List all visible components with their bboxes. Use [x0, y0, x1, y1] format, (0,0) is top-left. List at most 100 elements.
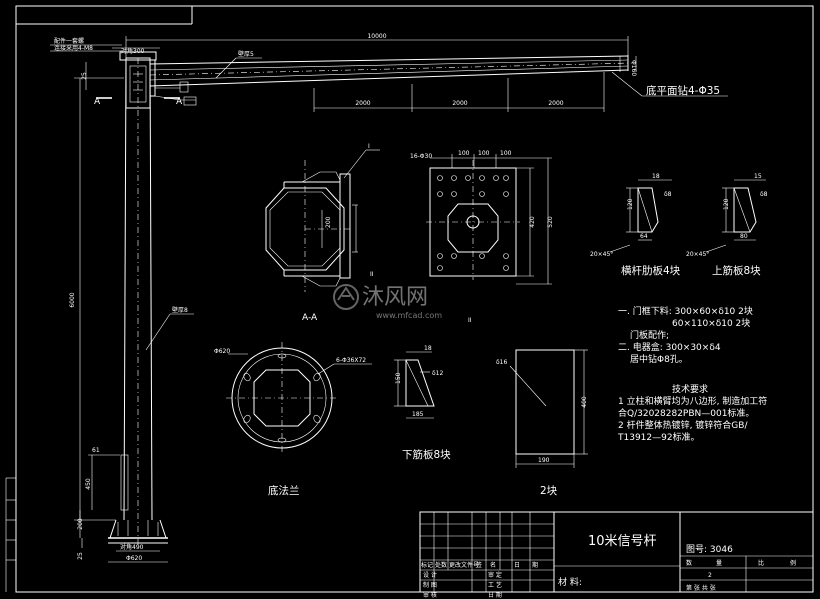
- arm-tube-thickness: 壁厚5: [238, 50, 254, 58]
- top-label-1: 配件一套螺: [54, 37, 84, 45]
- watermark: 沐风网 www.mfcad.com: [333, 284, 442, 320]
- approve-row-2: 制 图: [423, 581, 437, 589]
- material-label: 材 料:: [558, 576, 582, 588]
- base-diagonal: 对角490: [120, 543, 144, 551]
- approve-row-1: 设 计: [423, 571, 437, 579]
- cross-rib-chamfer: 20×45°: [590, 251, 613, 258]
- approve-col-3: 日 期: [488, 591, 502, 599]
- top-rib-width: 80: [740, 233, 748, 240]
- rev-h-3: 更改文件号: [449, 561, 479, 569]
- cross-rib-caption: 横杆肋板4块: [621, 264, 681, 277]
- bottom-rib-height: 150: [395, 372, 402, 384]
- bottom-rib-thickness: δ12: [432, 370, 443, 377]
- base-flange-caption: 底法兰: [268, 484, 300, 497]
- flange-width: 420: [529, 216, 536, 228]
- tb-h-3: 比: [758, 559, 764, 567]
- top-label-2: 连接采用4-M8: [54, 44, 93, 52]
- rev-h-4: 签: [476, 561, 482, 569]
- note-door-2: 60×110×δ10 2块: [672, 317, 750, 329]
- note-door-1: 一. 门框下料: 300×60×δ10 2块: [618, 305, 753, 317]
- base-rib-height: 200: [77, 518, 84, 530]
- bottom-rib-top: 18: [424, 345, 432, 352]
- cross-rib-width: 64: [640, 233, 648, 240]
- approve-row-3: 审 核: [423, 591, 437, 599]
- flange-bolt-holes: [437, 175, 509, 271]
- rev-h-6: 日: [514, 562, 520, 569]
- note-door-3: 门板配作;: [630, 329, 669, 341]
- pole-height: 6000: [69, 292, 76, 307]
- tech-line-1: 1 立柱和横臂均为八边形, 制造加工符: [618, 395, 767, 407]
- flange-height: 520: [547, 216, 554, 228]
- base-flange-view: Φ620 6-Φ36X72 底法兰: [214, 342, 372, 497]
- bottom-rib-width: 185: [412, 411, 424, 418]
- drawing-title: 10米信号杆: [588, 534, 657, 549]
- flange-dim-1: 100: [458, 150, 470, 157]
- tech-line-4: T13912—92标准。: [617, 431, 700, 443]
- watermark-url: www.mfcad.com: [376, 311, 442, 320]
- section-aa-mark-2: II: [370, 271, 374, 278]
- door-plate-thickness: δ16: [496, 359, 507, 366]
- bottom-hole-note: 底平面钻4-Φ35: [646, 84, 720, 97]
- section-aa-mark: I: [368, 143, 370, 150]
- cross-arm-rib-view: 120 18 δ8 64 20×45° 横杆肋板4块: [590, 173, 681, 277]
- base-flange-diameter: Φ620: [214, 348, 230, 355]
- cross-rib-top: 18: [652, 173, 660, 180]
- tech-line-2: 合Q/32028282PBN—001标准。: [618, 407, 754, 419]
- notes-block: 一. 门框下料: 300×60×δ10 2块 60×110×δ10 2块 门板配…: [617, 305, 767, 443]
- note-box-2: 居中钻Φ8孔。: [630, 353, 688, 365]
- drawing-number: 图号: 3046: [686, 544, 733, 555]
- title-block: 标记 处数 更改文件号 签 名 日 期 设 计 制 图 审 核 审 定 工 艺 …: [419, 511, 814, 599]
- arm-spacing-3: 2000: [548, 100, 563, 107]
- door-offset: 61: [92, 447, 100, 454]
- base-thk: 25: [77, 552, 84, 560]
- top-rib-top: 15: [754, 173, 762, 180]
- tb-h-1: 数: [686, 559, 692, 567]
- sheet-frame: [5, 5, 814, 593]
- approve-col-1: 审 定: [488, 571, 502, 579]
- top-size: 对角300: [121, 47, 145, 55]
- arm-total-span: 10000: [367, 33, 386, 40]
- bottom-rib-view: 150 18 δ12 185 下筋板8块: [394, 345, 451, 461]
- arm-spacing-2: 2000: [452, 100, 467, 107]
- rev-h-2: 处数: [435, 561, 447, 569]
- section-mark-right: A: [176, 97, 183, 107]
- rev-h-5: 名: [490, 561, 496, 569]
- section-aa-label: A-A: [302, 313, 318, 323]
- base-flange-holes: 6-Φ36X72: [336, 357, 366, 364]
- tb-h-4: 例: [790, 559, 796, 567]
- top-rib-thickness: δ8: [760, 191, 768, 198]
- top-rib-height: 120: [723, 198, 730, 210]
- flange-holes: 16-Φ30: [410, 153, 432, 160]
- flange-mark: II: [468, 317, 472, 324]
- approval-labels: 设 计 制 图 审 核 审 定 工 艺 日 期: [423, 571, 502, 599]
- pole-elevation: 10000 2000 2000 2000 壁厚5 Φ160 底平面钻4-Φ35 …: [50, 33, 728, 563]
- top-rib-chamfer: 20×45°: [686, 251, 709, 258]
- tech-line-3: 2 杆件整体热镀锌, 镀锌符合GB/: [618, 419, 748, 431]
- pole-tube-thickness: 壁厚8: [172, 306, 188, 314]
- quantity-value: 2: [708, 572, 712, 579]
- cross-rib-thickness: δ8: [664, 191, 672, 198]
- door-plate-width: 190: [538, 457, 550, 464]
- door-plate-caption: 2块: [540, 485, 558, 497]
- top-rib-view: 120 15 δ8 80 20×45° 上筋板8块: [686, 173, 768, 277]
- base-diameter: Φ620: [126, 555, 142, 562]
- flange-plate-view: 100 100 100 16-Φ30 420 520 II: [410, 150, 554, 324]
- bottom-rib-caption: 下筋板8块: [402, 448, 451, 461]
- revision-headers: 标记 处数 更改文件号 签 名 日 期: [421, 561, 538, 569]
- section-aa-dim: 200: [325, 216, 332, 228]
- cross-rib-height: 120: [627, 198, 634, 210]
- rev-h-7: 期: [532, 561, 538, 569]
- arm-end-size: Φ160: [630, 60, 637, 76]
- section-aa-view: 200 I II A-A: [265, 143, 380, 323]
- rev-h-1: 标记: [421, 561, 433, 569]
- tech-title: 技术要求: [672, 383, 708, 395]
- approve-col-2: 工 艺: [488, 581, 502, 589]
- watermark-brand: 沐风网: [362, 285, 428, 310]
- flange-dim-3: 100: [500, 150, 512, 157]
- section-mark-left: A: [94, 97, 101, 107]
- flange-dim-2: 100: [478, 150, 490, 157]
- arm-spacing-1: 2000: [355, 100, 370, 107]
- door-plate-height: 400: [581, 396, 588, 408]
- tb-h-2: 量: [716, 560, 722, 567]
